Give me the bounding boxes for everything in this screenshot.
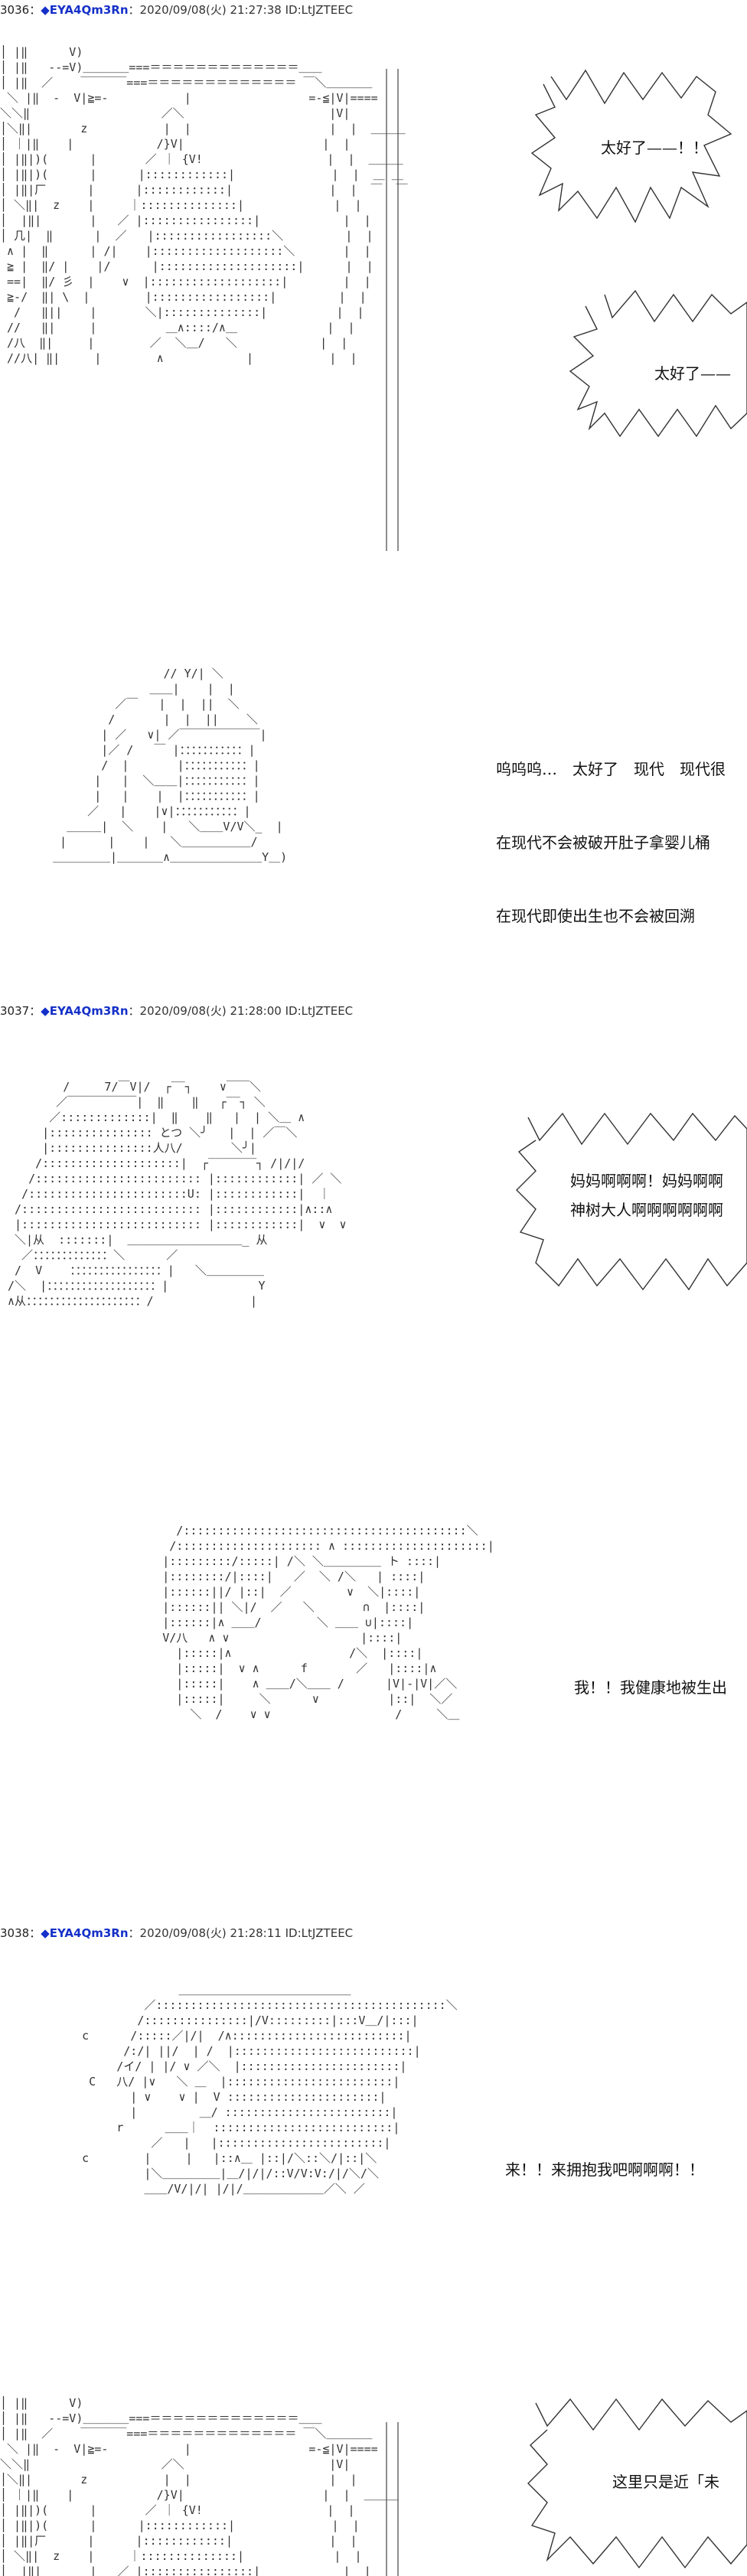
dialog-line: 来！！来拥抱我吧啊啊啊！！ bbox=[505, 2160, 704, 2179]
ascii-art-crouched-figure: // Y/| ＼ ＿＿| | | ／￣ | | || ＼ / | | || ＼ … bbox=[53, 667, 288, 864]
poster-name[interactable]: EYA4Qm3Rn bbox=[49, 1004, 129, 1018]
post-header: 3036：◆EYA4Qm3Rn：2020/09/08(火) 21:27:38 I… bbox=[0, 3, 354, 17]
post-meta: ：2020/09/08(火) 21:28:00 ID:LtJZTEEC bbox=[128, 1004, 354, 1018]
post-3036: 3036：◆EYA4Qm3Rn：2020/09/08(火) 21:27:38 I… bbox=[0, 0, 747, 995]
trip-diamond-icon: ◆ bbox=[41, 1004, 50, 1018]
post-3037: 3037：◆EYA4Qm3Rn：2020/09/08(火) 21:28:00 I… bbox=[0, 1003, 747, 1921]
shout-line-2: 神树大人啊啊啊啊啊啊 bbox=[570, 1201, 723, 1219]
dialog-line: 在现代即使出生也不会被回溯 bbox=[496, 907, 695, 925]
dialog-line: 在现代不会被破开肚子拿婴儿桶 bbox=[496, 833, 710, 852]
post-number: 3036 bbox=[0, 3, 30, 17]
ascii-art-crying-figure: / 7/￣V|/ ┌‾‾┐ ∨￣￣＼ ／￣￣￣￣￣￣| ‖ ‖ ┌‾‾┐ ＼ ／… bbox=[8, 1080, 347, 1308]
shout-text-1: 太好了——！！ bbox=[601, 139, 708, 157]
ascii-art-figure: │ |‖ V) │ |‖ --=V)＿＿＿＿===＝＝＝＝＝＝＝＝＝＝＝＝＝＿＿… bbox=[0, 45, 408, 365]
post-header: 3038：◆EYA4Qm3Rn：2020/09/08(火) 21:28:11 I… bbox=[0, 1926, 354, 1940]
post-3038: 3038：◆EYA4Qm3Rn：2020/09/08(火) 21:28:11 I… bbox=[0, 1925, 747, 2353]
shout-bubble-mother: 妈妈啊啊啊！妈妈啊啊 神树大人啊啊啊啊啊啊 bbox=[516, 1112, 747, 1291]
shout-bubbles: 太好了——！！ 太好了—— bbox=[386, 69, 747, 551]
trip-diamond-icon: ◆ bbox=[41, 1926, 50, 1940]
ascii-art-baby-figure: /:::::::::::::::::::::::::::::::::::::::… bbox=[162, 1524, 494, 1721]
post-number: 3037 bbox=[0, 1004, 30, 1018]
poster-name[interactable]: EYA4Qm3Rn bbox=[49, 1926, 129, 1940]
dialog-line: 我！！我健康地被生出 bbox=[574, 1678, 727, 1697]
post-number: 3038 bbox=[0, 1926, 30, 1940]
post-meta: ：2020/09/08(火) 21:28:11 ID:LtJZTEEC bbox=[128, 1926, 354, 1940]
poster-name[interactable]: EYA4Qm3Rn bbox=[49, 3, 129, 17]
dialog-line: 呜呜呜… 太好了 现代 现代很 bbox=[496, 760, 726, 778]
post-continued: │ |‖ V) │ |‖ --=V)＿＿＿＿===＝＝＝＝＝＝＝＝＝＝＝＝＝＿＿… bbox=[0, 2376, 747, 2576]
dialog-block: 呜呜呜… 太好了 现代 现代很 在现代不会被破开肚子拿婴儿桶 在现代即使出生也不… bbox=[496, 708, 747, 977]
shout-text-future: 这里只是近「未 bbox=[612, 2473, 719, 2491]
ascii-art-figure-repeat: │ |‖ V) │ |‖ --=V)＿＿＿＿===＝＝＝＝＝＝＝＝＝＝＝＝＝＿＿… bbox=[0, 2396, 399, 2576]
post-header: 3037：◆EYA4Qm3Rn：2020/09/08(火) 21:28:00 I… bbox=[0, 1004, 354, 1018]
shout-line-1: 妈妈啊啊啊！妈妈啊啊 bbox=[570, 1172, 723, 1190]
post-meta: ：2020/09/08(火) 21:27:38 ID:LtJZTEEC bbox=[128, 3, 354, 17]
shout-text-2: 太好了—— bbox=[654, 364, 731, 383]
shout-bubble-future: 这里只是近「未 bbox=[386, 2398, 747, 2576]
trip-diamond-icon: ◆ bbox=[41, 3, 50, 17]
ascii-art-reaching-figure: ＿＿＿＿＿＿＿＿＿＿＿＿＿＿＿ ／:::::::::::::::::::::::… bbox=[82, 1983, 458, 2196]
